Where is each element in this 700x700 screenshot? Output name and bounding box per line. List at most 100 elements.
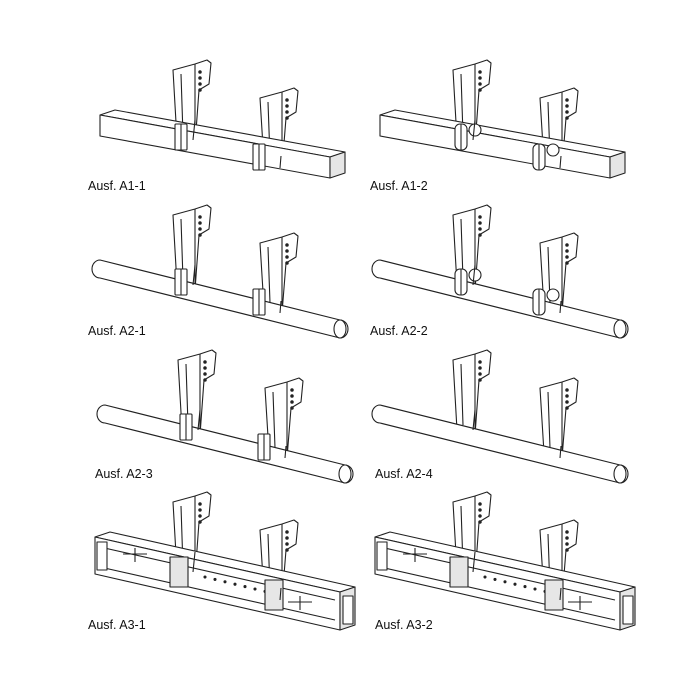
frame-bracket-right <box>342 595 354 625</box>
upright-rear-hole <box>290 394 294 398</box>
upright-rear-hole <box>285 116 289 120</box>
upright-rear-hole <box>290 406 294 410</box>
upright-rear-edge <box>272 382 288 458</box>
upright-rear-hole <box>565 400 569 404</box>
frame-bracket-left <box>96 541 108 571</box>
upright-rear-hole <box>290 400 294 404</box>
drawing-3 <box>91 204 349 339</box>
upright-front-hole <box>478 502 482 506</box>
upright-front-hole <box>198 76 202 80</box>
upright-front-hole <box>478 514 482 518</box>
frame-bracket-right <box>622 595 634 625</box>
upright-front-hole <box>203 372 207 376</box>
upright-front-hole <box>198 520 202 524</box>
upright-rear-hole <box>565 536 569 540</box>
drawing-7 <box>94 491 356 631</box>
label-a1-1: Ausf. A1-1 <box>88 179 146 193</box>
frame-hole <box>213 577 217 581</box>
upright-overlap <box>192 119 282 169</box>
upright-rear-hole <box>285 243 289 247</box>
upright-overlap <box>197 409 287 459</box>
tube-end <box>613 319 627 339</box>
frame-hole <box>233 582 237 586</box>
upright-rear-hole <box>565 249 569 253</box>
upright-front-hole <box>198 215 202 219</box>
upright-rear-hole <box>565 530 569 534</box>
upright-rear-hole <box>565 548 569 552</box>
drawing-2 <box>379 59 626 179</box>
upright-rear-hole <box>565 388 569 392</box>
label-a2-2: Ausf. A2-2 <box>370 324 428 338</box>
label-a2-3: Ausf. A2-3 <box>95 467 153 481</box>
clamp-left-pivot <box>468 268 482 282</box>
frame-hole <box>513 582 517 586</box>
tube-end <box>613 464 627 484</box>
frame-rail <box>379 546 616 621</box>
upright-overlap <box>472 119 562 169</box>
frame-hole <box>503 580 507 584</box>
upright-rear-edge <box>547 382 563 458</box>
upright-rear-hole <box>285 536 289 540</box>
upright-rear-hole <box>285 255 289 259</box>
upright-rear-hole <box>565 261 569 265</box>
upright-overlap <box>192 264 282 314</box>
upright-front-edge <box>460 354 476 435</box>
upright-rear-hole <box>285 530 289 534</box>
label-a1-2: Ausf. A1-2 <box>370 179 428 193</box>
upright-front-hole <box>198 82 202 86</box>
upright-front-hole <box>478 508 482 512</box>
mount-left <box>169 556 189 588</box>
upright-front-hole <box>198 70 202 74</box>
upright-front <box>452 349 492 436</box>
drawing-1 <box>99 59 346 179</box>
upright-overlap <box>192 551 282 601</box>
clamp-right-pivot <box>546 288 560 302</box>
upright-front-hole <box>478 82 482 86</box>
frame-front <box>374 536 621 631</box>
upright-rear-hole <box>565 255 569 259</box>
label-a3-1: Ausf. A3-1 <box>88 618 146 632</box>
upright-front-hole <box>203 366 207 370</box>
frame-bracket-left <box>376 541 388 571</box>
frame-lever <box>288 596 312 610</box>
drawing-6 <box>371 349 629 484</box>
upright-overlap <box>472 551 562 601</box>
upright-front-hole <box>198 508 202 512</box>
upright-rear-hole <box>285 104 289 108</box>
upright-rear-hole <box>565 116 569 120</box>
frame-hole <box>533 587 537 591</box>
upright-front-hole <box>478 215 482 219</box>
tube-end <box>338 464 352 484</box>
clamp-right-pivot <box>546 143 560 157</box>
upright-front-hole <box>478 372 482 376</box>
drawing-4 <box>371 204 629 339</box>
upright-front-hole <box>478 378 482 382</box>
frame-lever <box>403 548 427 562</box>
upright-front-hole <box>198 227 202 231</box>
upright-rear-hole <box>285 110 289 114</box>
upright-front-hole <box>203 360 207 364</box>
frame-front <box>94 536 341 631</box>
frame-hole <box>523 585 527 589</box>
label-a2-1: Ausf. A2-1 <box>88 324 146 338</box>
upright-rear-hole <box>285 261 289 265</box>
upright-front-hole <box>478 70 482 74</box>
beam-end <box>329 151 346 179</box>
upright-front-hole <box>478 366 482 370</box>
frame-hole <box>493 577 497 581</box>
upright-front-hole <box>478 221 482 225</box>
tube-end <box>333 319 347 339</box>
frame-hole <box>243 585 247 589</box>
upright-rear-hole <box>565 98 569 102</box>
mount-left <box>449 556 469 588</box>
upright-front-hole <box>203 378 207 382</box>
mount-right <box>264 579 284 611</box>
upright-front-hole <box>198 502 202 506</box>
upright-front-hole <box>198 514 202 518</box>
frame-lever <box>123 548 147 562</box>
upright-rear-hole <box>290 388 294 392</box>
upright-front-hole <box>198 221 202 225</box>
upright-rear-hole <box>285 542 289 546</box>
